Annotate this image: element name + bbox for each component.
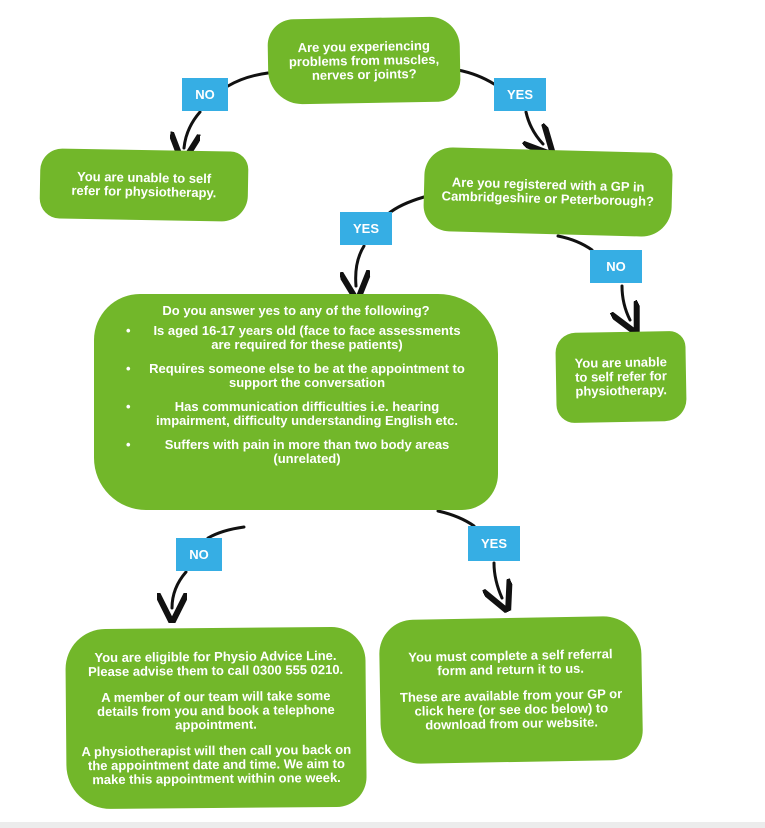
- outcome-physio-advice-line-p2: A member of our team will take some deta…: [97, 688, 335, 733]
- question-criteria-title: Do you answer yes to any of the followin…: [162, 303, 430, 318]
- connector-q2-no: [556, 234, 594, 252]
- connector-q1-yes: [456, 68, 496, 86]
- outcome-self-referral-form-p1: You must complete a self referral form a…: [408, 646, 613, 679]
- no-badge-2-label: NO: [606, 259, 626, 274]
- outcome-physio-advice-line-p3: A physiotherapist will then call you bac…: [81, 741, 352, 788]
- connector-q1-no: [226, 71, 270, 88]
- bottom-divider: [0, 822, 765, 828]
- no-badge-1-label: NO: [195, 87, 215, 102]
- outcome-self-referral-form-p2: These are available from your GP or clic…: [399, 686, 623, 733]
- criteria-item-age: Is aged 16-17 years old (face to face as…: [116, 324, 476, 352]
- criteria-item-pain: Suffers with pain in more than two body …: [116, 438, 476, 466]
- arrow-no1: [184, 110, 202, 148]
- yes-badge-1: YES: [494, 78, 546, 111]
- no-badge-3-label: NO: [189, 547, 209, 562]
- yes-badge-2-label: YES: [352, 221, 379, 236]
- arrow-yes3: [494, 561, 502, 598]
- no-badge-2: NO: [590, 250, 642, 283]
- arrow-yes2: [356, 244, 364, 286]
- connector-q3-yes: [436, 509, 476, 528]
- yes-badge-2: YES: [340, 212, 392, 245]
- outcome-unable-to-self-refer-1-text: You are unable to self refer for physiot…: [71, 168, 217, 201]
- arrow-yes1: [526, 110, 543, 144]
- no-badge-1: NO: [182, 78, 228, 111]
- question-registered-with-gp-text: Are you registered with a GP in Cambridg…: [441, 174, 655, 209]
- question-muscles-nerves-joints-text: Are you experiencing problems from muscl…: [288, 37, 440, 83]
- question-criteria-items: Is aged 16-17 years old (face to face as…: [116, 324, 476, 466]
- criteria-item-communication: Has communication difficulties i.e. hear…: [116, 400, 476, 428]
- connector-q3-no: [206, 525, 246, 540]
- question-criteria-list: Do you answer yes to any of the followin…: [94, 294, 498, 510]
- arrow-no2: [622, 284, 630, 320]
- yes-badge-3-label: YES: [480, 536, 507, 551]
- question-muscles-nerves-joints: Are you experiencing problems from muscl…: [267, 16, 461, 105]
- criteria-item-support: Requires someone else to be at the appoi…: [116, 362, 476, 390]
- outcome-unable-to-self-refer-1: You are unable to self refer for physiot…: [39, 148, 249, 222]
- yes-badge-1-label: YES: [506, 87, 533, 102]
- outcome-physio-advice-line-p1: You are eligible for Physio Advice Line.…: [87, 647, 344, 680]
- arrow-no3: [172, 570, 188, 608]
- outcome-physio-advice-line: You are eligible for Physio Advice Line.…: [65, 626, 367, 810]
- yes-badge-3: YES: [468, 526, 520, 561]
- outcome-unable-to-self-refer-2-text: You are unable to self refer for physiot…: [574, 354, 668, 399]
- outcome-self-referral-form: You must complete a self referral form a…: [378, 615, 644, 765]
- outcome-unable-to-self-refer-2: You are unable to self refer for physiot…: [555, 330, 687, 424]
- no-badge-3: NO: [176, 538, 222, 571]
- connector-q2-yes: [386, 195, 426, 216]
- question-registered-with-gp: Are you registered with a GP in Cambridg…: [422, 146, 674, 238]
